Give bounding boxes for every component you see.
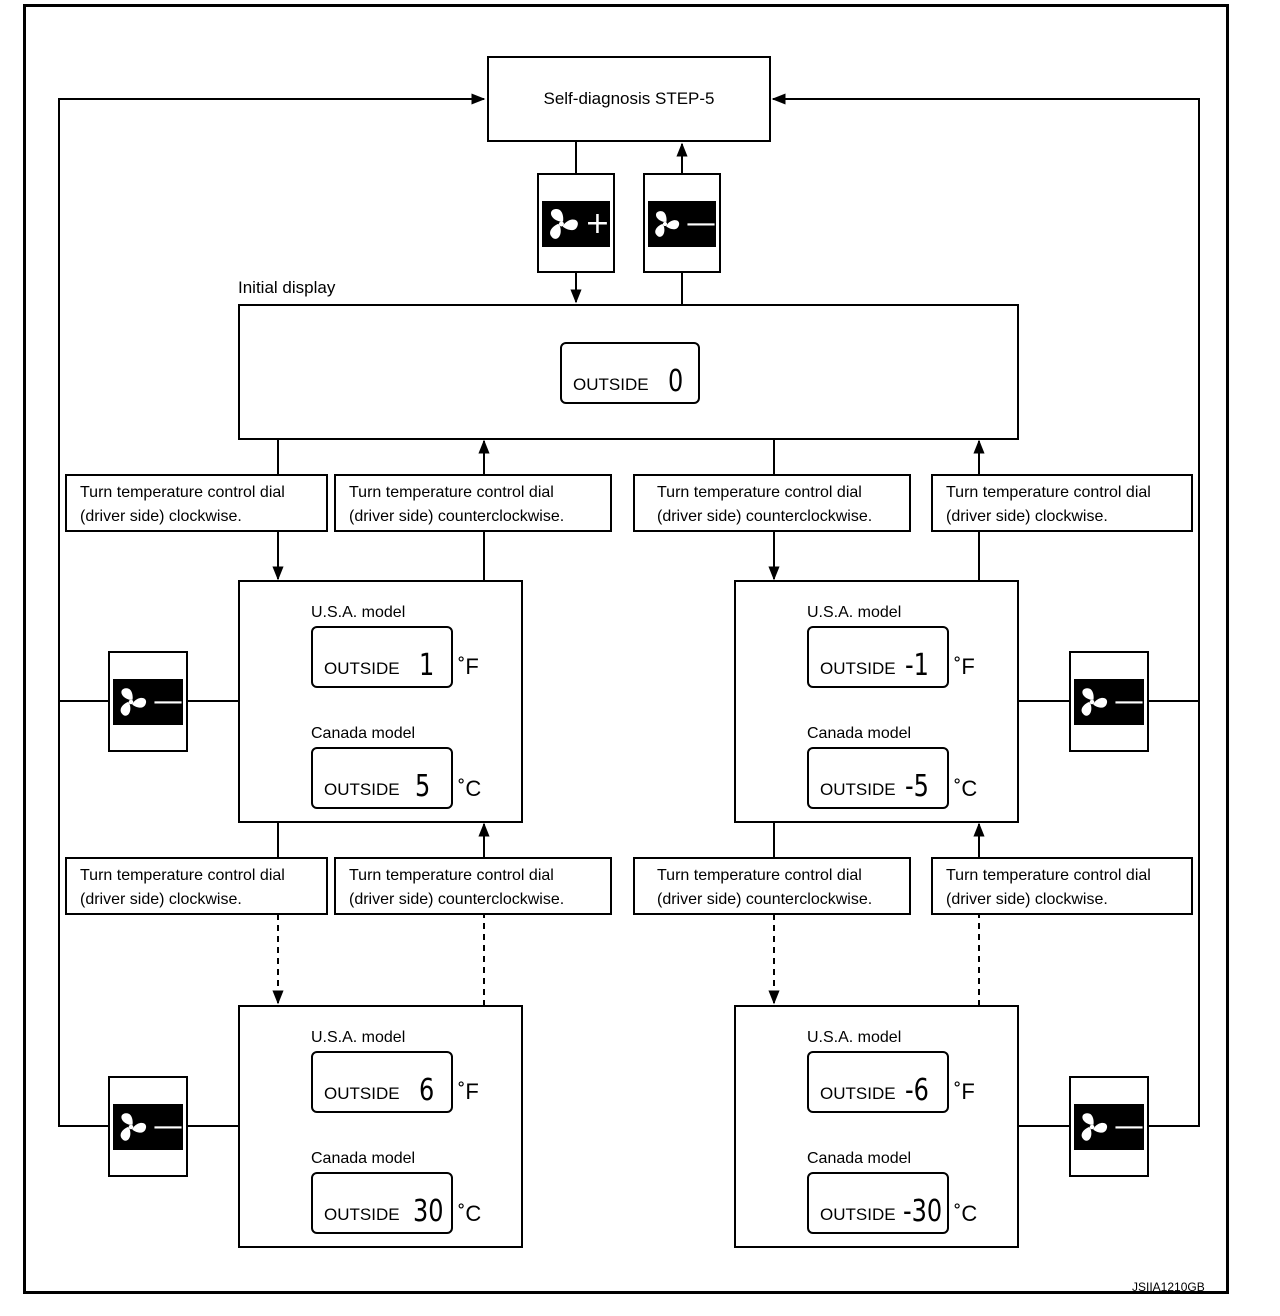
display-value-usa: 1 [419,648,435,683]
unit-celsius: ˚C [458,1201,482,1226]
display-value-usa: -1 [905,648,929,683]
display-word: OUTSIDE [324,1084,400,1103]
display-screen-usa: OUTSIDE 1 [311,626,453,688]
fan-minus-button-right-mid[interactable]: — [1069,651,1149,752]
display-word: OUTSIDE [324,659,400,678]
fan-minus-button-left-bottom[interactable]: — [108,1076,188,1177]
minus-sign: — [1114,684,1144,719]
instruction-counterclockwise: Turn temperature control dial(driver sid… [334,474,612,532]
initial-display-box: OUTSIDE 0 [238,304,1019,440]
display-value-canada: 30 [413,1194,444,1229]
minus-sign: — [686,206,716,241]
instruction-clockwise: Turn temperature control dial(driver sid… [931,474,1193,532]
display-value-usa: -6 [905,1073,929,1108]
instruction-counterclockwise: Turn temperature control dial(driver sid… [633,857,911,915]
fan-icon [115,1111,147,1143]
display-screen-usa: OUTSIDE -1 [807,626,949,688]
plus-sign: + [584,206,610,241]
display-screen-canada: OUTSIDE 5 [311,747,453,809]
model-canada-label: Canada model [807,1150,912,1167]
fan-icon [544,207,579,241]
step-title: Self-diagnosis STEP-5 [543,89,715,108]
fan-icon [650,209,680,239]
display-word: OUTSIDE [820,1084,896,1103]
figure-code: JSIIA1210GB [1132,1280,1205,1294]
display-word: OUTSIDE [573,375,649,394]
minus-sign: — [1114,1109,1144,1144]
display-word: OUTSIDE [324,1205,400,1224]
display-value-usa: 6 [419,1073,435,1108]
unit-celsius: ˚C [954,1201,978,1226]
fan-minus-button[interactable]: — [643,173,721,273]
fan-icon [115,686,147,718]
model-canada-label: Canada model [311,725,416,742]
instruction-clockwise: Turn temperature control dial(driver sid… [65,857,328,915]
display-value-canada: -30 [903,1194,943,1229]
fan-plus-button[interactable]: + [537,173,615,273]
unit-fahrenheit: ˚F [954,654,975,679]
display-value-canada: 5 [415,769,431,804]
initial-display-label: Initial display [238,278,336,297]
display-screen-usa: OUTSIDE 6 [311,1051,453,1113]
instruction-clockwise: Turn temperature control dial(driver sid… [65,474,328,532]
unit-celsius: ˚C [954,776,978,801]
model-usa-label: U.S.A. model [807,1029,902,1046]
display-screen-canada: OUTSIDE -30 [807,1172,949,1234]
instruction-clockwise: Turn temperature control dial(driver sid… [931,857,1193,915]
display-screen-usa: OUTSIDE -6 [807,1051,949,1113]
display-value: 0 [668,364,684,399]
display-word: OUTSIDE [324,780,400,799]
unit-celsius: ˚C [458,776,482,801]
fan-minus-button-left-mid[interactable]: — [108,651,188,752]
display-word: OUTSIDE [820,780,896,799]
initial-display-screen: OUTSIDE 0 [560,342,700,404]
model-canada-label: Canada model [311,1150,416,1167]
display-screen-canada: OUTSIDE 30 [311,1172,453,1234]
display-word: OUTSIDE [820,659,896,678]
unit-fahrenheit: ˚F [458,1079,479,1104]
instruction-counterclockwise: Turn temperature control dial(driver sid… [334,857,612,915]
model-usa-label: U.S.A. model [807,604,902,621]
figure-frame [23,4,1229,1294]
unit-fahrenheit: ˚F [954,1079,975,1104]
minus-sign: — [153,684,183,719]
model-usa-label: U.S.A. model [311,1029,406,1046]
display-screen-canada: OUTSIDE -5 [807,747,949,809]
display-value-canada: -5 [905,769,929,804]
instruction-counterclockwise: Turn temperature control dial(driver sid… [633,474,911,532]
step-title-box: Self-diagnosis STEP-5 [487,56,771,142]
model-canada-label: Canada model [807,725,912,742]
minus-sign: — [153,1109,183,1144]
fan-icon [1076,686,1108,718]
model-usa-label: U.S.A. model [311,604,406,621]
unit-fahrenheit: ˚F [458,654,479,679]
display-word: OUTSIDE [820,1205,896,1224]
fan-icon [1076,1111,1108,1143]
fan-minus-button-right-bottom[interactable]: — [1069,1076,1149,1177]
